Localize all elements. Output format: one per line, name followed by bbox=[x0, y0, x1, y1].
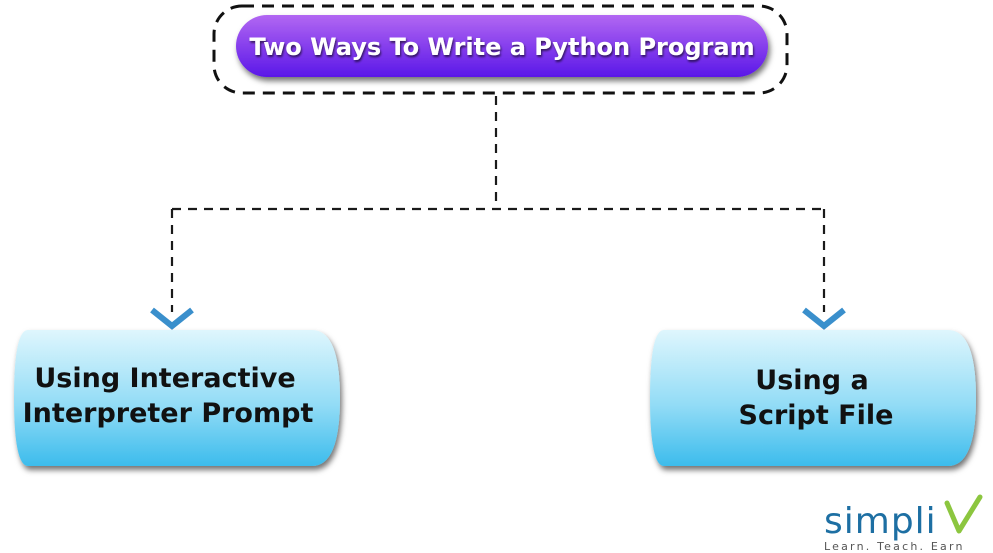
simpliv-logo: simpli Learn. Teach. Earn bbox=[824, 494, 983, 553]
right-node-shape bbox=[650, 330, 976, 466]
left-node-line2: Interpreter Prompt bbox=[23, 398, 314, 429]
arrow-down-icon-right bbox=[802, 307, 846, 330]
arrow-down-icon-left bbox=[150, 307, 194, 330]
right-node-line2: Script File bbox=[739, 400, 894, 431]
right-node bbox=[650, 330, 976, 466]
left-node-line1: Using Interactive bbox=[34, 363, 295, 394]
right-node-line1: Using a bbox=[755, 365, 868, 396]
title-pill bbox=[236, 15, 768, 77]
connector-lines bbox=[170, 96, 826, 312]
logo-brand-text: simpli bbox=[824, 501, 937, 542]
title-node bbox=[236, 15, 768, 77]
logo-tagline: Learn. Teach. Earn bbox=[824, 540, 965, 553]
logo-check-icon bbox=[944, 494, 983, 534]
left-node-shape bbox=[14, 330, 340, 466]
left-node bbox=[14, 330, 340, 466]
title-text: Two Ways To Write a Python Program bbox=[249, 33, 754, 61]
